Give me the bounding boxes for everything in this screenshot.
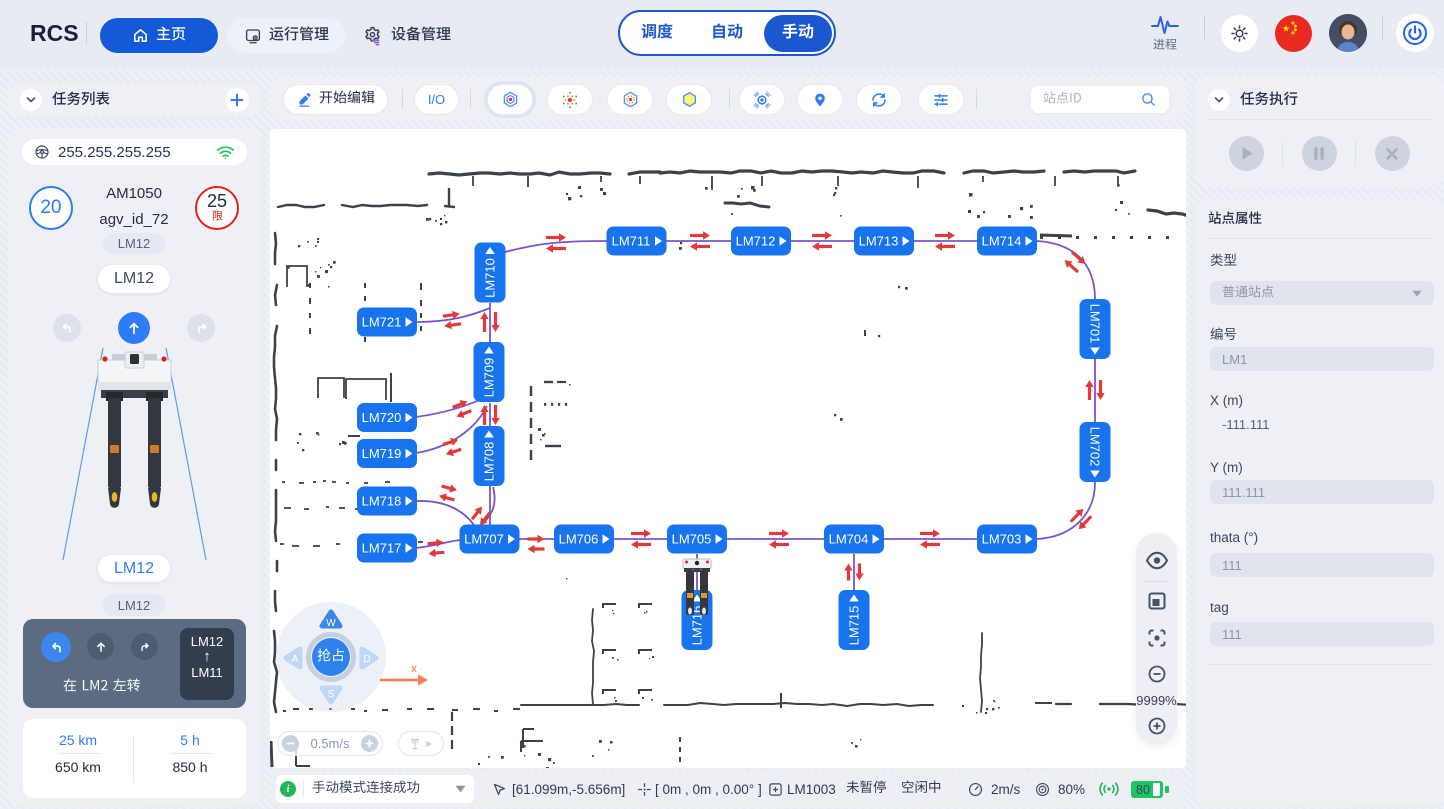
svg-text:LM713: LM713 — [859, 234, 899, 249]
svg-text:LM707: LM707 — [464, 532, 504, 547]
svg-text:LM705: LM705 — [672, 532, 712, 547]
svg-text:x: x — [411, 661, 417, 675]
svg-text:LM720: LM720 — [362, 410, 402, 425]
svg-text:LM715: LM715 — [847, 606, 862, 646]
svg-text:LM716: LM716 — [690, 606, 705, 646]
svg-text:LM710: LM710 — [483, 258, 498, 298]
svg-text:S: S — [328, 689, 335, 700]
svg-text:LM701: LM701 — [1088, 304, 1103, 344]
svg-text:LM721: LM721 — [362, 315, 402, 330]
svg-text:LM706: LM706 — [559, 532, 599, 547]
svg-text:LM703: LM703 — [982, 532, 1022, 547]
svg-text:LM718: LM718 — [362, 494, 402, 509]
svg-text:W: W — [326, 618, 336, 629]
svg-text:LM709: LM709 — [482, 358, 497, 398]
svg-text:LM704: LM704 — [829, 532, 869, 547]
svg-text:LM719: LM719 — [362, 446, 402, 461]
svg-text:LM717: LM717 — [362, 541, 402, 556]
svg-text:LM702: LM702 — [1088, 427, 1103, 467]
svg-text:LM714: LM714 — [982, 234, 1022, 249]
svg-text:A: A — [292, 654, 299, 665]
svg-text:LM711: LM711 — [612, 234, 651, 249]
svg-text:LM712: LM712 — [736, 234, 776, 249]
svg-text:LM708: LM708 — [482, 442, 497, 482]
svg-text:D: D — [363, 654, 370, 665]
